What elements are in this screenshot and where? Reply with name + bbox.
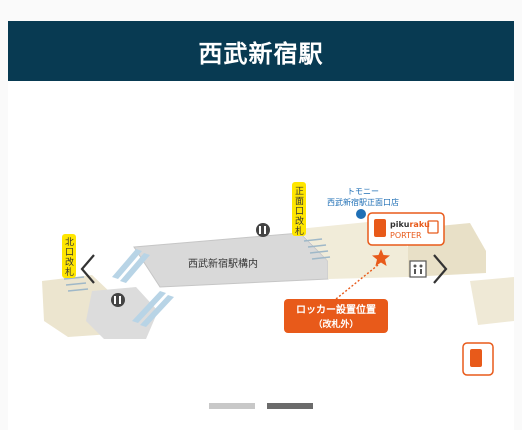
far-right-area bbox=[470, 277, 514, 325]
main-gate-tag bbox=[292, 182, 306, 236]
north-gate-char: 改 bbox=[65, 256, 74, 268]
elevator-icon bbox=[409, 260, 427, 278]
pagination-dot-1[interactable] bbox=[209, 403, 255, 409]
store-location-icon bbox=[356, 209, 366, 219]
chevron-left-icon bbox=[80, 254, 95, 284]
brand-suffix: raku bbox=[409, 220, 430, 229]
restroom-icon-left bbox=[111, 293, 125, 307]
main-gate-label: 正 面 口 改 札 bbox=[295, 187, 307, 237]
north-gate-char: 札 bbox=[65, 266, 74, 278]
prev-slide-button[interactable] bbox=[76, 249, 102, 289]
locker-icon-right bbox=[462, 342, 494, 376]
tomonii-branch: 西武新宿駅正面口店 bbox=[327, 197, 399, 207]
main-gate-char: 札 bbox=[295, 225, 304, 237]
main-gate-char: 口 bbox=[295, 207, 304, 217]
lower-escalator bbox=[132, 291, 174, 327]
main-stairs bbox=[303, 238, 331, 260]
brand-prefix: piku bbox=[390, 220, 410, 229]
restroom-icon bbox=[256, 223, 270, 237]
map-carousel[interactable]: 西武新宿駅構内 北 口 改 札 正 面 口 改 札 トモニー 西武新宿駅正面口店… bbox=[8, 81, 514, 430]
locker-callout-line2: （改札外） bbox=[313, 318, 358, 330]
locker-callout-box bbox=[284, 299, 388, 333]
concourse-label: 西武新宿駅構内 bbox=[188, 257, 258, 270]
left-lower-area bbox=[86, 287, 158, 339]
locker-callout-line1: ロッカー設置位置 bbox=[296, 303, 376, 316]
pikuraku-badge bbox=[367, 212, 445, 246]
north-gate-label: 北 口 改 札 bbox=[65, 237, 77, 278]
carousel-pagination bbox=[8, 403, 514, 411]
station-title: 西武新宿駅 bbox=[198, 39, 324, 68]
north-gate-tag bbox=[62, 234, 76, 278]
tomonii-name: トモニー bbox=[347, 187, 379, 196]
chevron-right-icon bbox=[433, 254, 448, 284]
station-map: 西武新宿駅構内 北 口 改 札 正 面 口 改 札 トモニー 西武新宿駅正面口店… bbox=[42, 182, 514, 376]
next-slide-button[interactable] bbox=[426, 249, 452, 289]
locker-leader-line bbox=[335, 264, 379, 300]
pagination-dot-2[interactable] bbox=[267, 403, 313, 409]
north-stairs bbox=[63, 276, 89, 292]
main-gate-char: 改 bbox=[295, 215, 304, 227]
main-gate-char: 面 bbox=[295, 196, 304, 207]
brand-name: pikuraku bbox=[390, 220, 430, 229]
north-gate-char: 北 bbox=[65, 237, 74, 248]
brand-sub: PORTER bbox=[390, 231, 422, 240]
main-gate-char: 正 bbox=[295, 187, 304, 197]
station-header: 西武新宿駅 bbox=[8, 21, 514, 81]
locker-star-icon bbox=[372, 249, 390, 266]
left-escalator bbox=[112, 249, 150, 283]
north-gate-char: 口 bbox=[65, 248, 74, 258]
